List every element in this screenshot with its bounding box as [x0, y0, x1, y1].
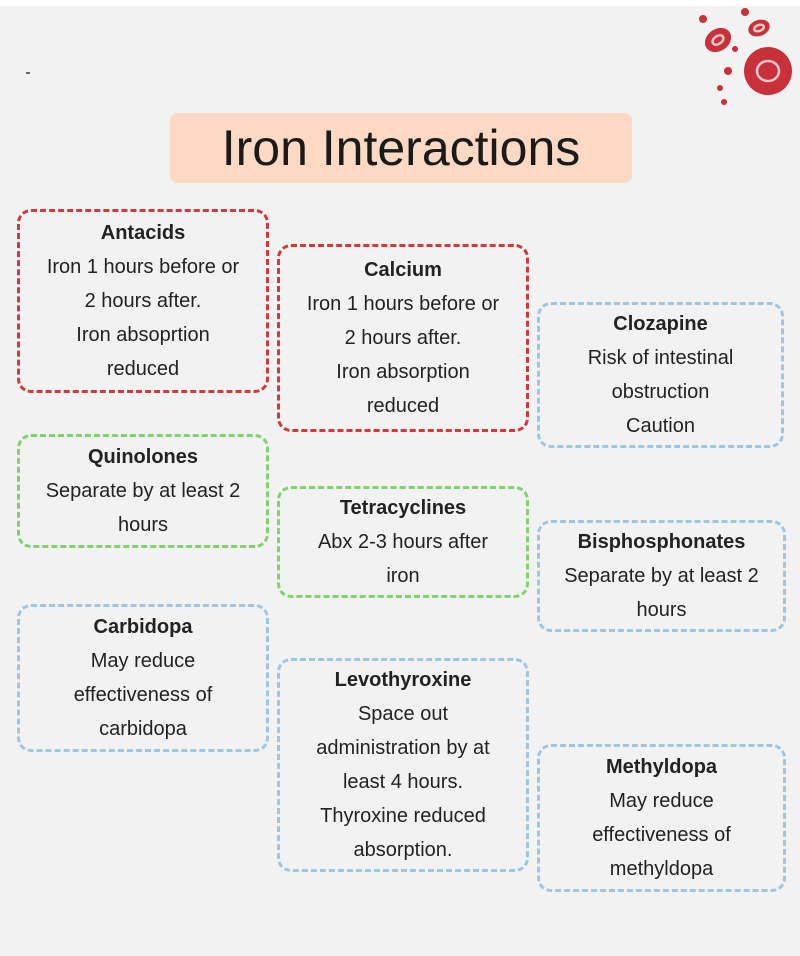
card-line: 2 hours after.: [84, 290, 202, 312]
card-line: least 4 hours.: [342, 771, 464, 793]
card-levothyroxine: Levothyroxine Space out administration b…: [277, 658, 529, 872]
card-clozapine: Clozapine Risk of intestinal obstruction…: [537, 302, 784, 448]
card-line: administration by at: [316, 737, 490, 759]
card-heading: Antacids: [100, 222, 186, 244]
card-heading: Calcium: [364, 259, 442, 281]
card-heading: Carbidopa: [93, 616, 193, 638]
card-line: Iron 1 hours before or: [306, 293, 500, 315]
stray-mark: [26, 72, 30, 74]
card-line: Separate by at least 2: [45, 480, 241, 502]
card-line: effectiveness of: [73, 684, 213, 706]
card-line: reduced: [366, 395, 440, 417]
card-line: obstruction: [611, 381, 710, 403]
card-heading: Levothyroxine: [334, 669, 472, 691]
card-line: Thyroxine reduced: [320, 805, 486, 827]
card-antacids: Antacids Iron 1 hours before or 2 hours …: [17, 209, 269, 393]
card-line: effectiveness of: [592, 824, 731, 846]
card-line: methyldopa: [609, 858, 714, 880]
card-heading: Clozapine: [613, 313, 708, 335]
card-tetracyclines: Tetracyclines Abx 2-3 hours after iron: [277, 486, 529, 598]
card-line: reduced: [106, 358, 180, 380]
card-calcium: Calcium Iron 1 hours before or 2 hours a…: [277, 244, 529, 432]
card-heading: Bisphosphonates: [577, 531, 746, 553]
card-bisphosphonates: Bisphosphonates Separate by at least 2 h…: [537, 520, 786, 632]
red-blood-cells-icon: [699, 8, 792, 105]
card-methyldopa: Methyldopa May reduce effectiveness of m…: [537, 744, 786, 892]
card-line: iron: [386, 565, 420, 587]
top-band: [0, 0, 800, 6]
card-line: absorption.: [353, 839, 453, 861]
card-line: Space out: [357, 703, 449, 725]
title-banner: Iron Interactions: [170, 113, 632, 183]
card-line: Caution: [626, 415, 695, 437]
card-quinolones: Quinolones Separate by at least 2 hours: [17, 434, 269, 548]
card-line: Separate by at least 2: [564, 565, 759, 587]
card-line: hours: [636, 599, 687, 621]
card-line: May reduce: [90, 650, 196, 672]
card-line: carbidopa: [99, 718, 187, 740]
card-carbidopa: Carbidopa May reduce effectiveness of ca…: [17, 604, 269, 752]
card-line: Risk of intestinal: [587, 347, 734, 369]
page-title: Iron Interactions: [221, 120, 581, 176]
card-line: hours: [117, 514, 169, 536]
card-heading: Quinolones: [88, 446, 198, 468]
card-line: Iron absorption: [336, 361, 470, 383]
card-heading: Tetracyclines: [339, 497, 467, 519]
card-line: Abx 2-3 hours after: [317, 531, 489, 553]
card-line: Iron 1 hours before or: [46, 256, 240, 278]
card-line: 2 hours after.: [344, 327, 462, 349]
card-line: May reduce: [609, 790, 714, 812]
card-heading: Methyldopa: [605, 756, 718, 778]
card-line: Iron absoprtion: [76, 324, 210, 346]
